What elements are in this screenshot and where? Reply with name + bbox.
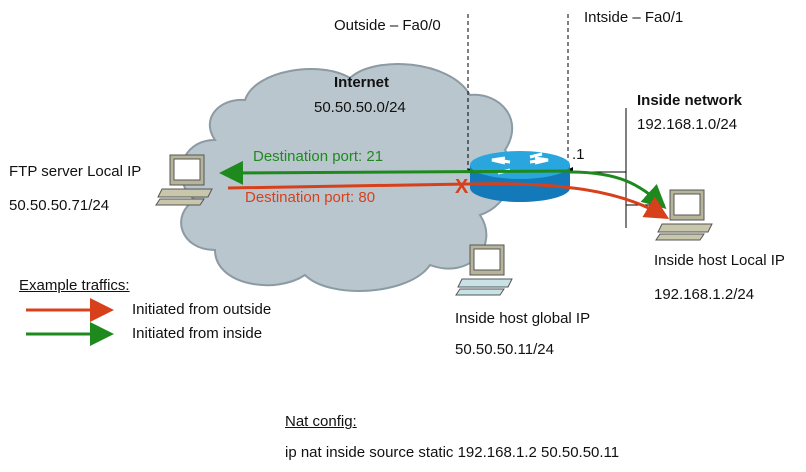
green-flow-arrow-left [219, 160, 571, 185]
inside-interface-label: Intside – Fa0/1 [584, 9, 684, 26]
inside-host-local-label: Inside host Local IP [654, 252, 785, 269]
red-flow-arrow [227, 182, 670, 220]
inside-host-global-ip: 50.50.50.11/24 [455, 341, 554, 358]
router-inside-ip: .1 [572, 146, 585, 163]
nat-config-command: ip nat inside source static 192.168.1.2 … [285, 444, 620, 461]
global-host-pc-icon [455, 244, 513, 296]
ftp-server-pc-icon [155, 154, 213, 206]
inside-network-title: Inside network [637, 92, 743, 109]
router-icon [470, 151, 570, 202]
inside-host-pc-icon [655, 189, 713, 241]
green-flow-label: Destination port: 21 [253, 148, 384, 165]
internet-title: Internet [334, 74, 390, 91]
inside-host-local-ip: 192.168.1.2/24 [654, 286, 755, 303]
outside-interface-label: Outside – Fa0/0 [334, 17, 441, 34]
legend-item-outside: Initiated from outside [132, 301, 272, 318]
inside-network-subnet: 192.168.1.0/24 [637, 116, 738, 133]
inside-host-global-label: Inside host global IP [455, 310, 591, 327]
internet-subnet: 50.50.50.0/24 [314, 99, 406, 116]
ftp-server-label: FTP server Local IP [9, 163, 142, 180]
blocked-x-mark: X [455, 176, 469, 198]
legend-title: Example traffics: [19, 277, 130, 294]
ftp-server-ip: 50.50.50.71/24 [9, 197, 110, 214]
red-flow-label: Destination port: 80 [245, 189, 376, 206]
legend-item-inside: Initiated from inside [132, 325, 263, 342]
nat-config-title: Nat config: [285, 413, 357, 430]
